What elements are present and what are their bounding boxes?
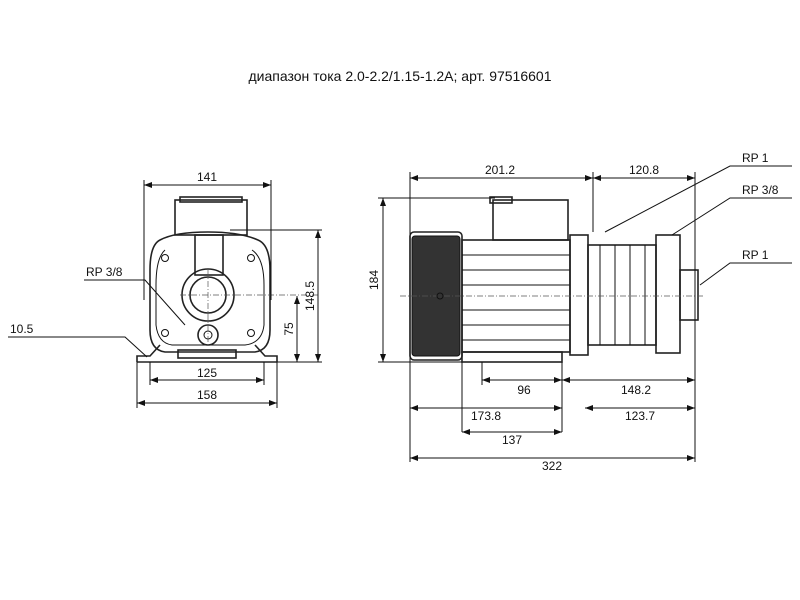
dim-137: 137 <box>502 433 522 447</box>
front-view <box>8 180 322 408</box>
dim-184: 184 <box>367 270 381 290</box>
dim-158: 158 <box>197 388 217 402</box>
dim-148-2: 148.2 <box>621 383 651 397</box>
dim-148-5: 148.5 <box>303 281 317 311</box>
label-port-suction: RP 1 <box>742 151 769 165</box>
dim-75: 75 <box>282 322 296 336</box>
dim-120-8: 120.8 <box>629 163 659 177</box>
dim-10-5: 10.5 <box>10 322 34 336</box>
dim-201-2: 201.2 <box>485 163 515 177</box>
label-port-discharge: RP 1 <box>742 248 769 262</box>
dim-123-7: 123.7 <box>625 409 655 423</box>
label-port-vent: RP 3/8 <box>742 183 779 197</box>
label-port-front: RP 3/8 <box>86 265 123 279</box>
dim-173-8: 173.8 <box>471 409 501 423</box>
dim-141: 141 <box>197 170 217 184</box>
side-view <box>378 165 792 462</box>
drawing-title: диапазон тока 2.0-2.2/1.15-1.2A; арт. 97… <box>248 68 552 84</box>
dim-125: 125 <box>197 366 217 380</box>
dim-322: 322 <box>542 459 562 473</box>
dim-96: 96 <box>517 383 531 397</box>
